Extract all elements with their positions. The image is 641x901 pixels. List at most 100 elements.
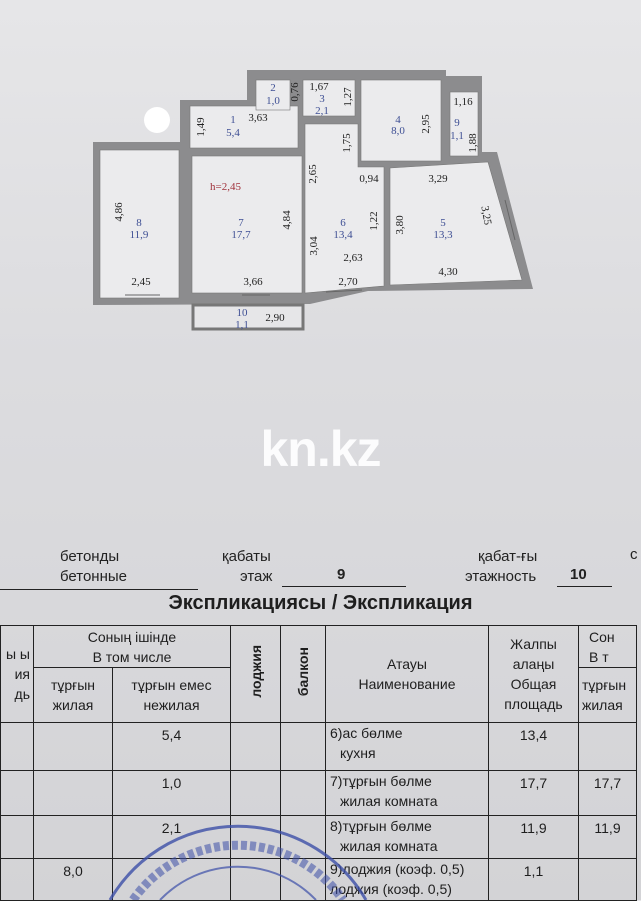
room-area: 8,0 [391,125,405,137]
room-number: 9 [454,117,460,129]
total-4: площадь [504,696,563,712]
room-number: 8 [136,217,142,229]
explication-title: Экспликациясы / Экспликация [168,592,473,614]
name-ru: Наименование [358,676,456,692]
room-number: 1 [230,114,236,126]
floor-label-kz: қабаты [222,548,271,565]
floor-underline [282,586,406,587]
room-7 [191,155,303,294]
floors-underline [557,586,612,587]
floor-plan: h=2,45 1 5,4 2 1,0 3 2,1 4 8,0 9 1,1 8 1… [93,70,533,331]
dimension: 4,86 [113,202,125,222]
room-number: 2 [270,82,276,94]
dimension: 3,29 [428,173,448,185]
explication-table: ы ы ия дь Соның ішінде В том числе лоджия… [0,625,637,901]
room-area: 1,1 [235,319,249,331]
right-cell [578,722,637,771]
room-4 [360,79,442,162]
room-number: 5 [440,217,446,229]
right-cut-1: Сон [589,628,615,645]
room-number: 7 [238,217,244,229]
nonliving-ru: нежилая [143,697,200,713]
dimension: 1,88 [467,133,479,153]
room-area: 1,0 [266,95,280,107]
dimension: 2,63 [343,252,363,264]
total-2: алаңы [512,656,555,672]
room-2 [255,79,291,111]
dimension: 2,70 [338,276,358,288]
living-cell [33,770,113,816]
living-cell: 8,0 [33,858,113,901]
balcony-label: балкон [295,646,311,697]
room-number: 3 [319,93,325,105]
right-cut-2: В т [589,648,609,665]
room-6 [304,123,385,294]
dimension: 1,27 [342,87,354,107]
including-header: Соның ішінде В том числе [33,625,231,668]
dimension: 3,66 [243,276,263,288]
nonliving-kz: тұрғын емес [131,677,212,693]
right-living-ru: жилая [582,697,623,713]
room-1 [189,105,299,149]
dimension: 1,75 [341,133,353,153]
loggia-label: лоджия [247,645,264,698]
cut-right-text: с [630,546,638,563]
floors-label-ru: этажность [465,568,537,585]
dimension: 3,80 [394,215,406,235]
room-number: 10 [237,307,249,319]
nonliving-cell [112,858,231,901]
room-area: 13,4 [333,229,353,241]
cut-left-header: ы ы ия дь [0,625,34,723]
room-number: 6 [340,217,346,229]
nonliving-cell: 5,4 [112,722,231,771]
white-dot [144,107,170,133]
dimension: 4,84 [281,210,293,230]
dimension: 2,65 [307,164,319,184]
window [325,289,363,293]
right-cell: 17,7 [578,770,637,816]
room-area: 1,1 [450,130,464,142]
dimension: 4,30 [438,266,458,278]
including-ru: В том числе [92,648,172,665]
living-ru: жилая [52,697,94,713]
right-living-kz: тұрғын [582,677,627,693]
right-cut-header: Сон В т [578,625,637,668]
room-9 [449,91,479,157]
total-3: Общая [510,676,557,692]
dimension: 1,16 [453,96,473,108]
watermark: kn.kz [260,421,381,477]
dimension: 2,45 [131,276,151,288]
dimension: 1,49 [195,117,207,137]
room-3 [302,79,356,117]
dimension: 1,22 [368,211,380,230]
nonliving-header: тұрғын емес нежилая [112,667,231,723]
balcony-header: балкон [280,625,326,723]
total-cell: 13,4 [488,722,579,771]
dimension: 0,94 [359,173,379,185]
living-cell [33,815,113,859]
nonliving-cell: 1,0 [112,770,231,816]
floor-label-ru: этаж [240,568,273,585]
balcony-10 [191,303,305,331]
material-underline [0,589,198,590]
nonliving-cell: 2,1 [112,815,231,859]
floors-label-kz: қабат-ғы [478,548,538,565]
room-area: 5,4 [226,127,240,139]
dimension: 0,76 [289,82,301,102]
right-cell [578,858,637,901]
dimension: 3,04 [308,236,320,256]
table-row: 8,0 9)лоджия (коэф. 0,5)лоджия (коэф. 0,… [0,858,637,901]
room-8 [99,149,180,299]
dimension: 2,90 [265,312,285,324]
material-label-ru: бетонные [60,568,128,585]
including-kz: Соның ішінде [87,628,177,645]
total-cell: 1,1 [488,858,579,901]
total-cell: 11,9 [488,815,579,859]
name-kz: Атауы [387,656,427,672]
